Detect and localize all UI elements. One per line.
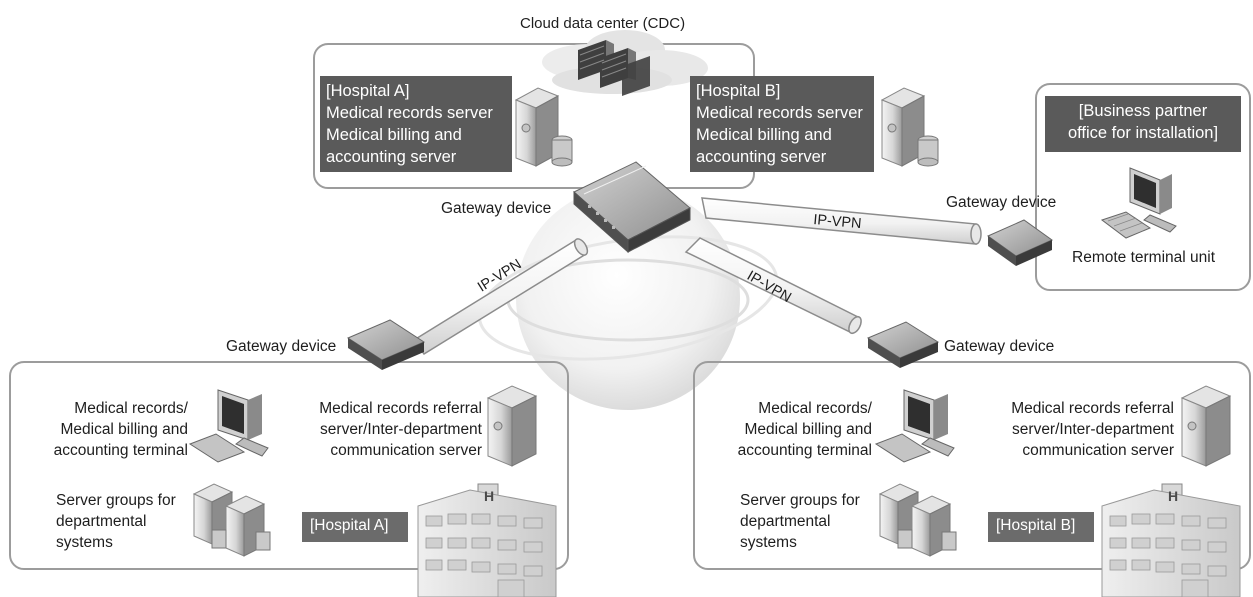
site-a-terminal-label: Medical records/ Medical billing and acc…: [20, 398, 188, 461]
site-b-building-sign: H: [1168, 488, 1178, 504]
site-a-groups-label: Server groups for departmental systems: [56, 490, 176, 553]
partner-office-line: office for installation]: [1067, 124, 1219, 142]
hospital-b-server-line: Medical billing and: [696, 126, 832, 144]
site-a-groups-line: Server groups for: [56, 492, 176, 509]
site-b-groups-label: Server groups for departmental systems: [740, 490, 860, 553]
site-b-router-icon: [866, 321, 940, 368]
site-b-region: [693, 361, 1251, 570]
hospital-a-server-line: Medical billing and: [326, 126, 462, 144]
site-a-region: [9, 361, 569, 570]
cdc-gateway-label: Gateway device: [441, 200, 552, 217]
site-b-terminal-line: Medical records/: [758, 400, 872, 417]
hospital-b-server-line: Medical records server: [696, 104, 863, 122]
site-b-terminal-line: Medical billing and: [744, 421, 872, 438]
partner-gateway-label: Gateway device: [946, 194, 1057, 211]
cdc-label: Cloud data center (CDC): [520, 15, 686, 32]
cdc-server-a-icon: [514, 87, 573, 167]
site-b-terminal-line: accounting terminal: [737, 442, 872, 459]
site-b-terminal-icon: [874, 389, 955, 463]
hospital-b-server-line: accounting server: [696, 148, 827, 166]
site-a-terminal-icon: [188, 389, 269, 463]
site-a-referral-line: communication server: [330, 442, 482, 459]
site-a-hospital-tag: [Hospital A]: [302, 512, 408, 542]
hospital-b-server-box: [Hospital B] Medical records server Medi…: [690, 76, 874, 172]
remote-terminal-icon: [1100, 167, 1177, 239]
vpn-tube-top: [701, 197, 982, 245]
partner-office-box: [Business partner office for installatio…: [1045, 96, 1241, 152]
site-b-gateway-label: Gateway device: [944, 338, 1055, 355]
cdc-server-b-icon: [880, 87, 939, 167]
site-b-referral-label: Medical records referral server/Inter-de…: [974, 398, 1174, 461]
site-b-referral-line: Medical records referral: [1011, 400, 1174, 417]
hospital-b-server-line: [Hospital B]: [696, 82, 781, 100]
cdc-router-icon: [573, 161, 691, 254]
site-a-groups-line: systems: [56, 534, 113, 551]
site-a-terminal-line: Medical billing and: [60, 421, 188, 438]
site-b-referral-line: communication server: [1022, 442, 1174, 459]
cloud-data-center-icon: [542, 30, 708, 96]
site-b-referral-server-icon: [1180, 385, 1232, 467]
site-b-groups-line: departmental: [740, 513, 831, 530]
site-b-groups-line: systems: [740, 534, 797, 551]
site-b-referral-line: server/Inter-department: [1012, 421, 1174, 438]
site-a-gateway-label: Gateway device: [226, 338, 337, 355]
site-a-server-group-icon: [192, 483, 271, 557]
site-a-referral-line: server/Inter-department: [320, 421, 482, 438]
hospital-a-server-line: accounting server: [326, 148, 457, 166]
partner-router-icon: [986, 219, 1054, 266]
site-a-groups-line: departmental: [56, 513, 147, 530]
site-a-referral-line: Medical records referral: [319, 400, 482, 417]
site-a-terminal-line: Medical records/: [74, 400, 188, 417]
hospital-a-server-line: [Hospital A]: [326, 82, 410, 100]
remote-terminal-label: Remote terminal unit: [1072, 249, 1216, 266]
site-a-router-icon: [346, 319, 426, 370]
site-b-hospital-tag: [Hospital B]: [988, 512, 1094, 542]
site-b-terminal-label: Medical records/ Medical billing and acc…: [704, 398, 872, 461]
site-a-referral-label: Medical records referral server/Inter-de…: [284, 398, 482, 461]
site-a-building-sign: H: [484, 488, 494, 504]
site-b-groups-line: Server groups for: [740, 492, 860, 509]
hospital-a-server-line: Medical records server: [326, 104, 493, 122]
partner-office-line: [Business partner: [1078, 102, 1208, 120]
site-b-building-icon: [1101, 483, 1241, 597]
vpn-tube-right: [684, 237, 862, 335]
site-a-building-icon: [417, 483, 557, 597]
site-a-terminal-line: accounting terminal: [53, 442, 188, 459]
hospital-a-server-box: [Hospital A] Medical records server Medi…: [320, 76, 512, 172]
site-b-server-group-icon: [878, 483, 957, 557]
partner-region: [1035, 83, 1251, 291]
site-a-referral-server-icon: [486, 385, 538, 467]
